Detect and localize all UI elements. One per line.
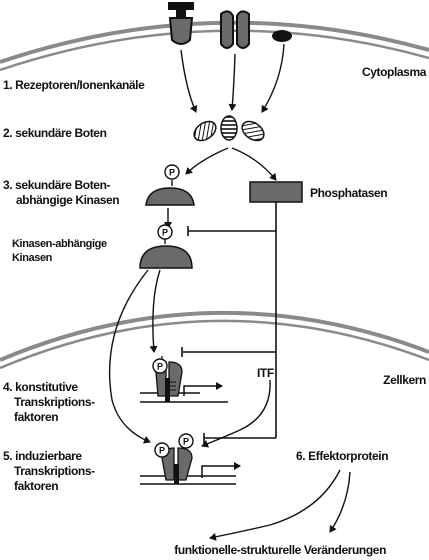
transcription-arrow-1 — [183, 382, 223, 396]
step-4-label-line1: 4. konstitutive — [3, 380, 78, 394]
messenger-arrows — [185, 147, 277, 181]
step-2-label: 2. sekundäre Boten — [3, 126, 107, 140]
kdk-label-line1: Kinasen-abhängige — [12, 238, 107, 250]
phospho-badge-2: P — [157, 224, 173, 244]
receptor-3-icon — [272, 30, 292, 42]
phosphatase-label: Phosphatasen — [310, 186, 387, 200]
svg-text:P: P — [162, 228, 168, 238]
receptor-arrows — [180, 43, 285, 113]
kinase-2-shape — [139, 245, 193, 269]
step-5-label-line3: faktoren — [14, 479, 58, 493]
step-6-label: 6. Effektorprotein — [296, 449, 388, 463]
step-1-label: 1. Rezeptoren/Ionenkanäle — [3, 78, 145, 92]
phospho-badge-1: P — [164, 164, 180, 186]
svg-text:P: P — [159, 446, 165, 456]
effector-arrows — [209, 469, 351, 541]
transcription-arrow-2 — [201, 462, 241, 478]
phospho-badge-5: P — [178, 433, 194, 449]
itf-arrow — [201, 379, 271, 448]
nucleus-label: Zellkern — [383, 373, 426, 387]
svg-text:P: P — [183, 437, 189, 447]
step-3-label-line2: abhängige Kinasen — [16, 193, 119, 207]
nuclear-membrane — [0, 310, 429, 370]
phosphatase-box — [249, 181, 303, 203]
step-4-label-line3: faktoren — [14, 410, 58, 424]
step-4-label-line2: Transkriptions- — [14, 395, 95, 409]
step-5-label-line1: 5. induzierbare — [3, 449, 82, 463]
kdk-label-line2: Kinasen — [12, 252, 53, 264]
second-messengers-icon — [193, 115, 265, 142]
svg-text:P: P — [169, 168, 175, 178]
step-3-label-line1: 3. sekundäre Boten- — [3, 178, 111, 192]
itf-label: ITF — [257, 366, 274, 380]
step-5-label-line2: Transkriptions- — [14, 464, 95, 478]
receptor-1-icon — [168, 2, 194, 45]
phospho-badge-3: P — [152, 358, 168, 374]
cell-membrane — [0, 20, 429, 72]
phospho-badge-4: P — [154, 442, 170, 458]
ion-channel-icon — [220, 10, 250, 49]
kinase-1-shape — [145, 187, 195, 206]
svg-text:P: P — [157, 362, 163, 372]
cytoplasm-label: Cytoplasma — [362, 65, 427, 79]
outcome-label: funktionelle-strukturelle Veränderungen — [174, 543, 386, 557]
phosphatase-inhibition-lines — [181, 202, 277, 443]
kinase-output-arrows — [108, 269, 161, 444]
